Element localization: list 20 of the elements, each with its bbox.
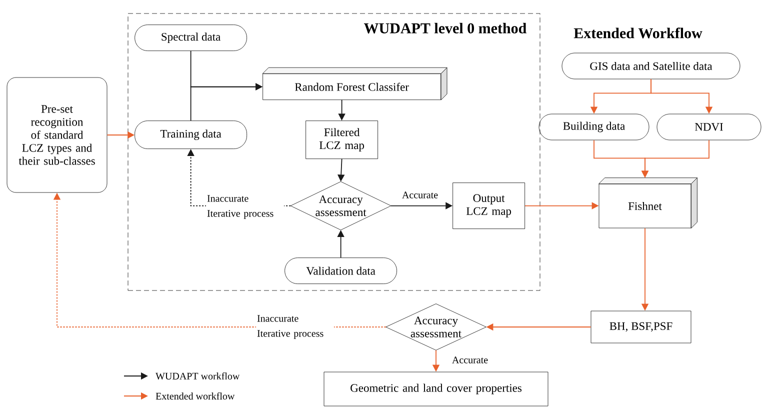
rounded-box: Training data [134, 120, 247, 149]
cube-box: Fishnet [598, 178, 698, 228]
rounded-box: NDVI [656, 114, 762, 140]
rounded-box: GIS data and Satellite data [562, 52, 740, 80]
cube-box: Random Forest Classifer [262, 67, 448, 100]
rounded-box: Validation data [284, 258, 397, 284]
heading: Extended Workflow [574, 28, 702, 38]
rounded-box: Building data [538, 114, 650, 140]
process-box: Geometric and land cover properties [324, 372, 548, 406]
edge-label: Accurate [400, 190, 440, 200]
edge-label: Inaccurate Iterative process [206, 194, 284, 220]
edge-label: Accurate [450, 356, 490, 364]
legend-text: WUDAPT workflow [156, 372, 240, 380]
process-box: Output LCZ map [452, 182, 525, 229]
rounded-box: Pre-set recognition of standard LCZ types and their sub-classes [6, 77, 108, 193]
edge-label: Inaccurate Iterative process [256, 314, 334, 340]
process-box: BH, BSF,PSF [590, 310, 692, 344]
legend-text: Extended workflow [156, 392, 235, 400]
rounded-box: Spectral data [134, 24, 247, 51]
process-box: Filtered LCZ map [306, 120, 378, 159]
